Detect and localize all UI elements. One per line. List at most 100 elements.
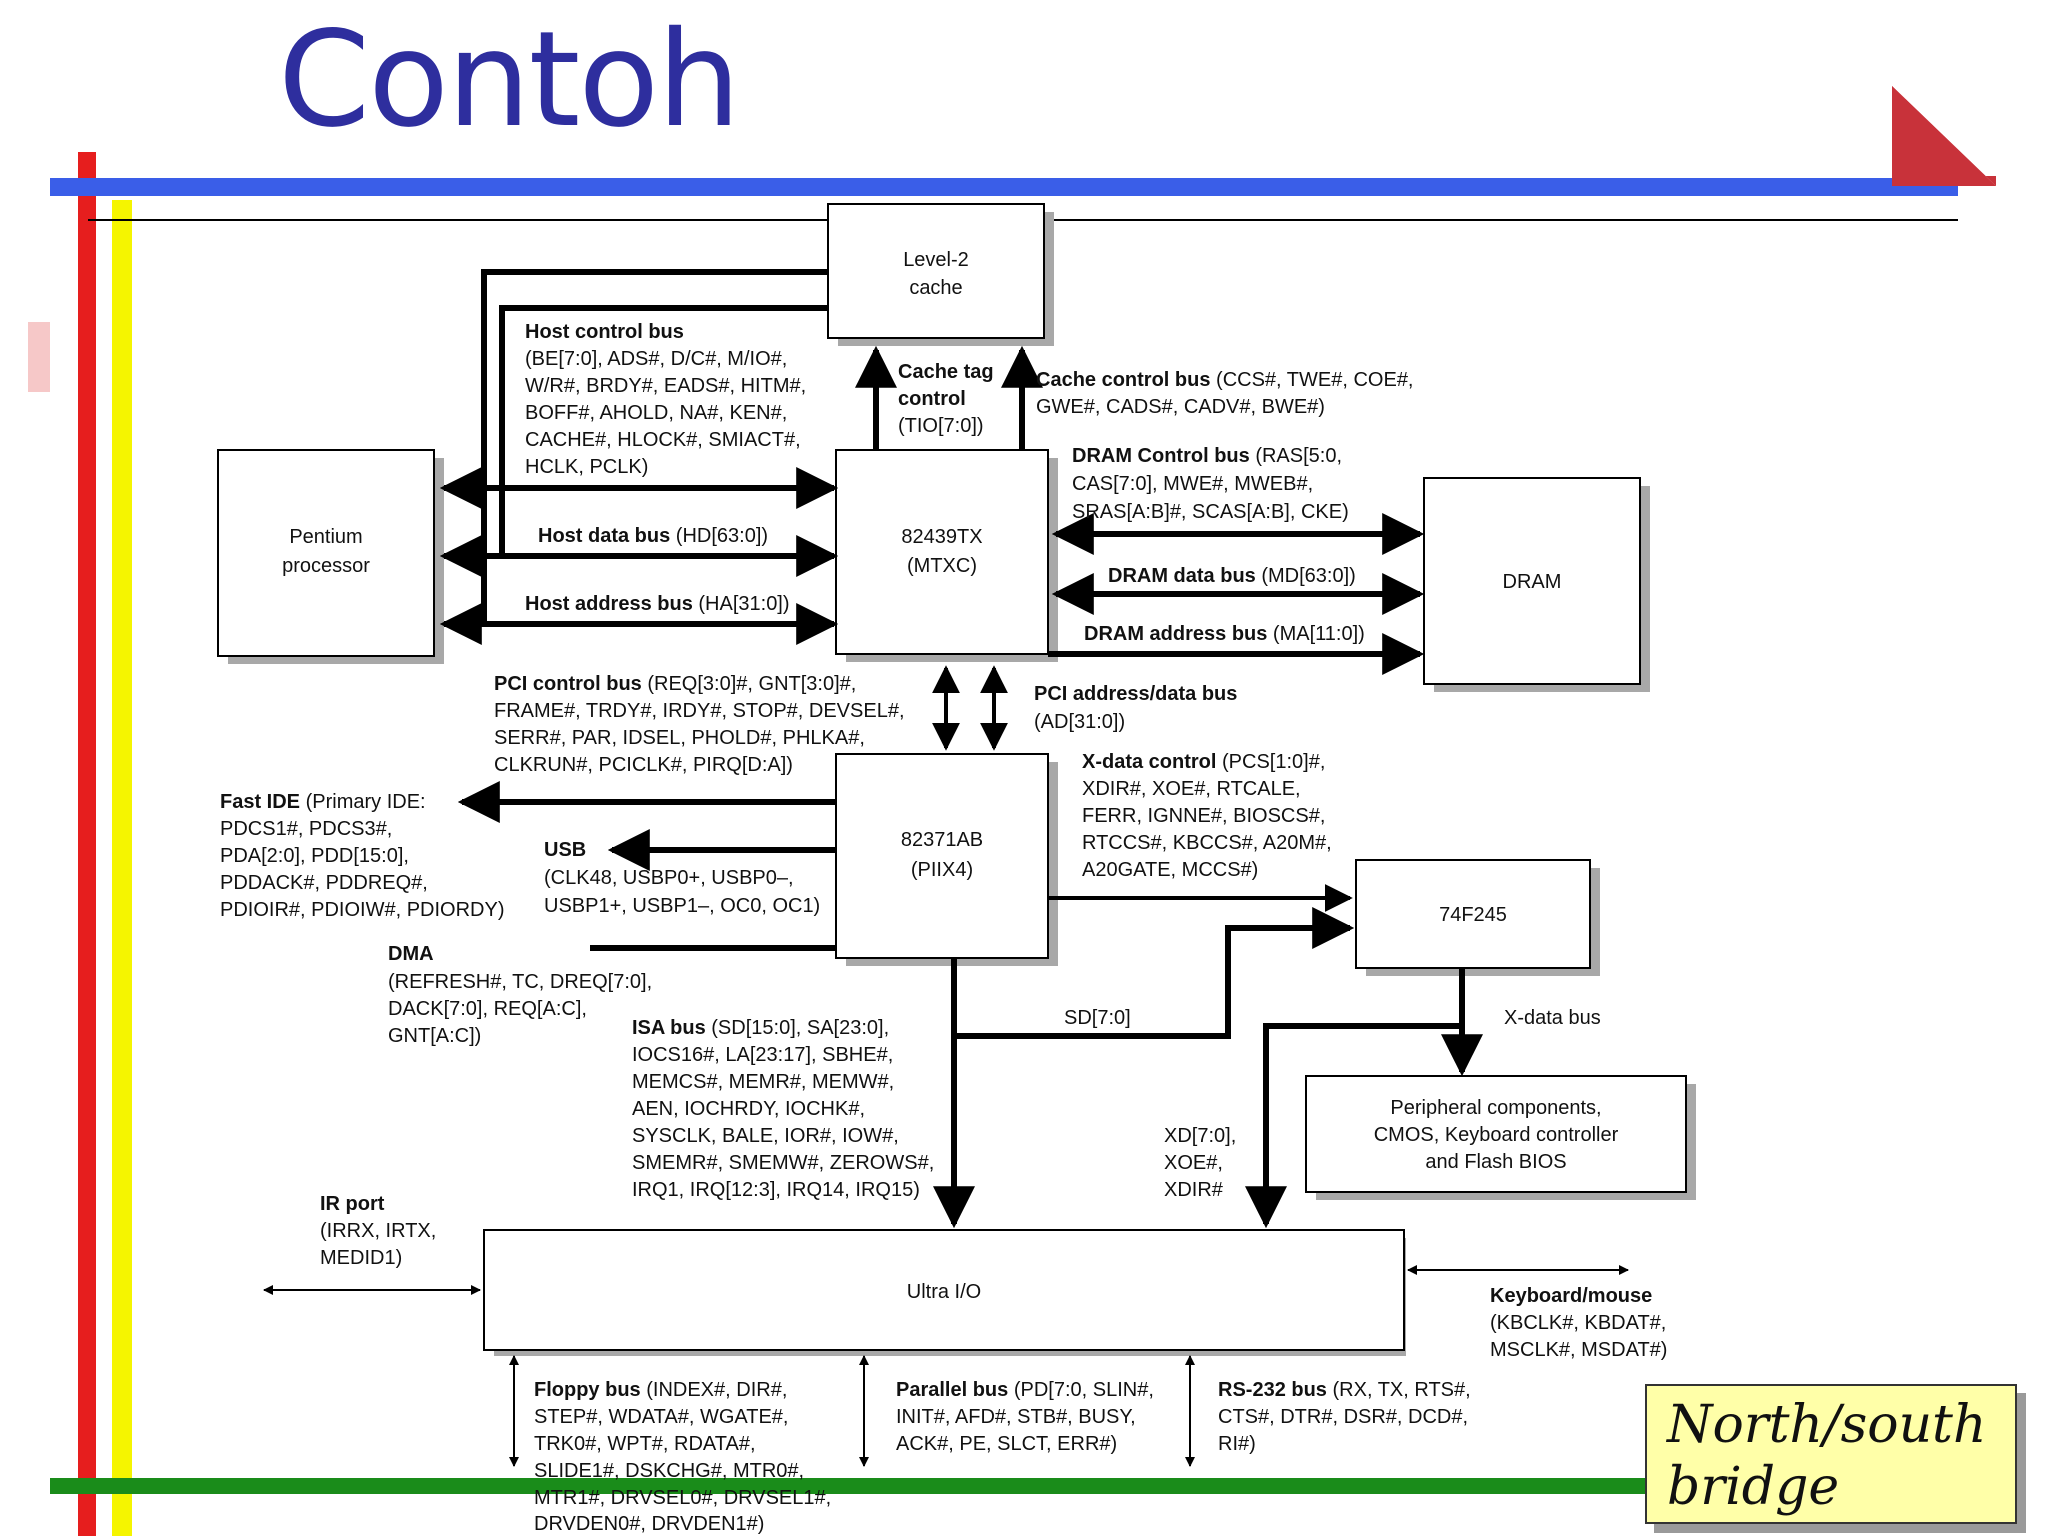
usb-line-2: (CLK48, USBP0+, USBP0–, <box>544 867 794 889</box>
fast-ide-line-2: PDCS1#, PDCS3#, <box>220 818 392 840</box>
dma-title: DMA <box>388 943 434 965</box>
f245-box <box>1355 859 1591 969</box>
red-vertical-bar <box>78 152 96 1536</box>
yellow-vertical-bar <box>112 200 132 1536</box>
pci-control-line-2: FRAME#, TRDY#, IRDY#, STOP#, DEVSEL#, <box>494 700 905 722</box>
piix4-box <box>835 753 1049 959</box>
pentium-box <box>217 449 435 657</box>
dram-control-label: DRAM Control bus (RAS[5:0, <box>1072 445 1342 467</box>
isa-line-2: IOCS16#, LA[23:17], SBHE#, <box>632 1044 893 1066</box>
xd-line-1: XD[7:0], <box>1164 1125 1236 1147</box>
pentium-label-2: processor <box>282 555 370 577</box>
cache-control-label: Cache control bus (CCS#, TWE#, COE#, <box>1036 369 1414 391</box>
fast-ide-line-4: PDDACK#, PDDREQ#, <box>220 872 428 894</box>
xdata-control-line-3: FERR, IGNNE#, BIOSCS#, <box>1082 805 1325 827</box>
f245-label: 74F245 <box>1439 904 1507 926</box>
xdata-control-line-4: RTCCS#, KBCCS#, A20M#, <box>1082 832 1332 854</box>
ultra-io-box <box>483 1229 1405 1351</box>
isa-line-4: AEN, IOCHRDY, IOCHK#, <box>632 1098 865 1120</box>
host-control-line-4: CACHE#, HLOCK#, SMIACT#, <box>525 429 801 451</box>
diagram-boxes <box>217 203 1696 1356</box>
peripheral-label-2: CMOS, Keyboard controller <box>1374 1124 1619 1146</box>
xdata-bus-label: X-data bus <box>1504 1007 1601 1029</box>
isa-line-3: MEMCS#, MEMR#, MEMW#, <box>632 1071 894 1093</box>
usb-line-3: USBP1+, USBP1–, OC0, OC1) <box>544 895 820 917</box>
host-control-line-1: (BE[7:0], ADS#, D/C#, M/IO#, <box>525 348 787 370</box>
dram-box <box>1423 477 1641 685</box>
sd-line <box>954 907 1355 1039</box>
host-control-line-2: W/R#, BRDY#, EADS#, HITM#, <box>525 375 806 397</box>
keyboard-mouse-title: Keyboard/mouse <box>1490 1285 1652 1307</box>
pci-address-data-title: PCI address/data bus <box>1034 683 1237 705</box>
level2-cache-label-2: cache <box>909 277 962 299</box>
bus-connections <box>263 269 1629 1467</box>
note-line-1: North/south <box>1667 1395 1987 1455</box>
floppy-line-6: DRVDEN0#, DRVDEN1#) <box>534 1513 764 1535</box>
floppy-label: Floppy bus (INDEX#, DIR#, <box>534 1379 787 1401</box>
dma-line-2: (REFRESH#, TC, DREQ[7:0], <box>388 971 652 993</box>
fast-ide-label: Fast IDE (Primary IDE: <box>220 791 426 813</box>
ir-port-line-3: MEDID1) <box>320 1247 402 1269</box>
pci-control-label: PCI control bus (REQ[3:0]#, GNT[3:0]#, <box>494 673 856 695</box>
host-data-label: Host data bus (HD[63:0]) <box>538 525 768 547</box>
ultra-io-label: Ultra I/O <box>907 1281 981 1303</box>
xd-line-2: XOE#, <box>1164 1152 1223 1174</box>
rs232-label: RS-232 bus (RX, TX, RTS#, <box>1218 1379 1471 1401</box>
corner-triangle-fill <box>1892 86 1996 186</box>
blue-horizontal-bar <box>50 178 1958 196</box>
level2-cache-label-1: Level-2 <box>903 249 969 271</box>
sd-label: SD[7:0] <box>1064 1007 1131 1029</box>
usb-title: USB <box>544 839 586 861</box>
fast-ide-line-5: PDIOIR#, PDIOIW#, PDIORDY) <box>220 899 504 921</box>
floppy-line-2: STEP#, WDATA#, WGATE#, <box>534 1406 788 1428</box>
rs232-line-2: CTS#, DTR#, DSR#, DCD#, <box>1218 1406 1468 1428</box>
ir-port-title: IR port <box>320 1193 385 1215</box>
pci-address-data-line-2: (AD[31:0]) <box>1034 711 1125 733</box>
parallel-label: Parallel bus (PD[7:0, SLIN#, <box>896 1379 1154 1401</box>
box-labels: Level-2 cache Pentium processor 82439TX … <box>282 249 1619 1303</box>
xdata-control-label: X-data control (PCS[1:0]#, <box>1082 751 1325 773</box>
dram-label: DRAM <box>1503 571 1562 593</box>
xd-line <box>1245 1023 1462 1229</box>
piix4-label-1: 82371AB <box>901 829 983 851</box>
dram-control-line-3: SRAS[A:B]#, SCAS[A:B], CKE) <box>1072 501 1349 523</box>
north-south-bridge-note: North/south bridge <box>1645 1384 2017 1524</box>
mtxc-label-2: (MTXC) <box>907 555 977 577</box>
keyboard-mouse-line-2: (KBCLK#, KBDAT#, <box>1490 1312 1666 1334</box>
floppy-line-5: MTR1#, DRVSEL0#, DRVSEL1#, <box>534 1487 831 1509</box>
isa-line-6: SMEMR#, SMEMW#, ZEROWS#, <box>632 1152 934 1174</box>
host-address-label: Host address bus (HA[31:0]) <box>525 593 790 615</box>
cache-tag-line-3: (TIO[7:0]) <box>898 415 984 437</box>
level2-cache-box <box>827 203 1045 339</box>
host-control-title: Host control bus <box>525 321 684 343</box>
peripheral-label-1: Peripheral components, <box>1390 1097 1601 1119</box>
mtxc-box <box>835 449 1049 655</box>
xdata-control-line-5: A20GATE, MCCS#) <box>1082 859 1258 881</box>
isa-line-7: IRQ1, IRQ[12:3], IRQ14, IRQ15) <box>632 1179 920 1201</box>
host-control-line-5: HCLK, PCLK) <box>525 456 648 478</box>
dma-line-3: DACK[7:0], REQ[A:C], <box>388 998 587 1020</box>
rs232-line-3: RI#) <box>1218 1433 1256 1455</box>
pci-control-line-3: SERR#, PAR, IDSEL, PHOLD#, PHLKA#, <box>494 727 865 749</box>
host-control-line-3: BOFF#, AHOLD, NA#, KEN#, <box>525 402 787 424</box>
floppy-line-4: SLIDE1#, DSKCHG#, MTR0#, <box>534 1460 804 1482</box>
mtxc-label-1: 82439TX <box>901 526 982 548</box>
dram-data-label: DRAM data bus (MD[63:0]) <box>1108 565 1356 587</box>
note-text: North/south bridge <box>1667 1394 1986 1518</box>
pci-control-line-4: CLKRUN#, PCICLK#, PIRQ[D:A]) <box>494 754 793 776</box>
parallel-line-3: ACK#, PE, SLCT, ERR#) <box>896 1433 1117 1455</box>
cache-tag-line-2: control <box>898 388 966 410</box>
dram-address-label: DRAM address bus (MA[11:0]) <box>1084 623 1365 645</box>
slide-decorations <box>28 86 1996 1536</box>
xdata-control-line-2: XDIR#, XOE#, RTCALE, <box>1082 778 1301 800</box>
ir-port-line-2: (IRRX, IRTX, <box>320 1220 436 1242</box>
pentium-label-1: Pentium <box>289 526 362 548</box>
fast-ide-line-3: PDA[2:0], PDD[15:0], <box>220 845 409 867</box>
parallel-line-2: INIT#, AFD#, STB#, BUSY, <box>896 1406 1136 1428</box>
cache-control-line-2: GWE#, CADS#, CADV#, BWE#) <box>1036 396 1325 418</box>
floppy-line-3: TRK0#, WPT#, RDATA#, <box>534 1433 756 1455</box>
signal-labels: Host control bus (BE[7:0], ADS#, D/C#, M… <box>220 321 1667 1535</box>
dram-control-line-2: CAS[7:0], MWE#, MWEB#, <box>1072 473 1313 495</box>
left-faded-bar <box>28 322 50 392</box>
